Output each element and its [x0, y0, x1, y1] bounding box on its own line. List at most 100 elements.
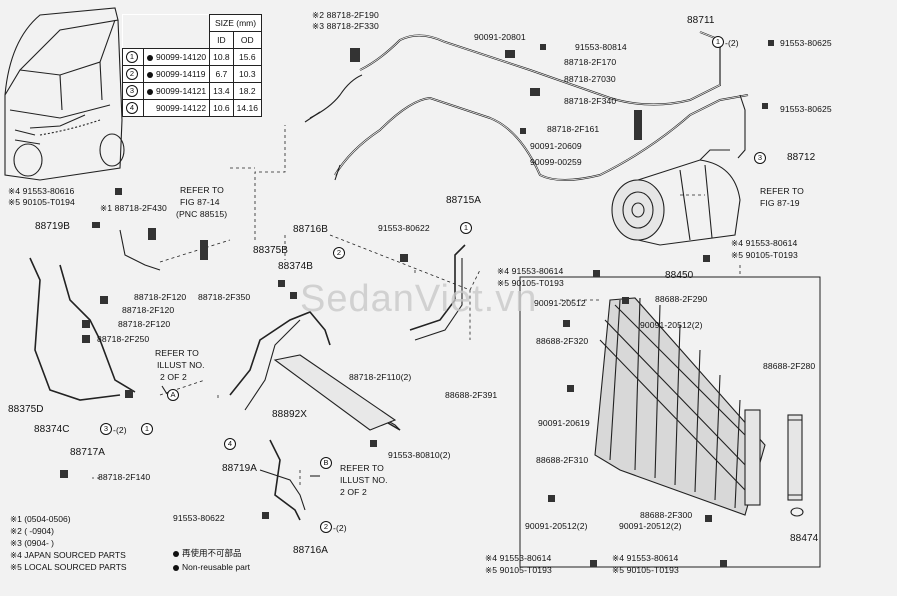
part-label[interactable]: 88716B — [293, 224, 329, 235]
part-label[interactable]: 88718-2F110(2) — [349, 372, 412, 382]
callout-b[interactable]: B — [320, 457, 332, 469]
callout-number: 3 — [100, 423, 112, 435]
part-label[interactable]: 90091-20609 — [530, 141, 582, 151]
part-label[interactable]: 88716A — [293, 545, 329, 556]
part-label[interactable]: 88375D — [8, 404, 44, 415]
part-label[interactable]: 88718-2F250 — [97, 334, 150, 344]
part-label[interactable]: ※4 91553-80614 — [731, 238, 798, 248]
part-label[interactable]: 88718-2F161 — [547, 124, 600, 134]
row-number: 3 — [126, 85, 138, 97]
size-table: SIZE (mm) ID OD 1 90099-14120 10.8 15.6 … — [122, 14, 262, 117]
part-label[interactable]: 90091-20801 — [474, 32, 526, 42]
part-label[interactable]: 88450 — [665, 270, 694, 281]
callout-number: 1 — [712, 36, 724, 48]
refer-label[interactable]: 2 OF 2 — [340, 487, 367, 497]
part-label[interactable]: 88688-2F280 — [763, 361, 816, 371]
part-label[interactable]: 91553-80622 — [378, 223, 430, 233]
refer-label[interactable]: 2 OF 2 — [160, 372, 187, 382]
part-label[interactable]: 88718-2F350 — [198, 292, 251, 302]
part-label[interactable]: ※5 90105-T0193 — [731, 250, 798, 260]
part-label[interactable]: 88718-2F120 — [134, 292, 187, 302]
refer-label[interactable]: REFER TO — [180, 185, 224, 195]
part-label[interactable]: 88719B — [35, 221, 71, 232]
part-label[interactable]: 88688-2F391 — [445, 390, 498, 400]
part-label[interactable]: 88717A — [70, 447, 106, 458]
refer-label[interactable]: (PNC 88515) — [176, 209, 228, 219]
part-label[interactable]: 88712 — [787, 152, 816, 163]
part-label[interactable]: 88474 — [790, 533, 819, 544]
quantity-label: -(2) — [333, 523, 347, 533]
size-col-id: ID — [209, 31, 234, 49]
part-label[interactable]: ※5 90105-T0194 — [8, 197, 75, 207]
refer-label[interactable]: ILLUST NO. — [157, 360, 205, 370]
part-label[interactable]: 88688-2F320 — [536, 336, 589, 346]
part-label[interactable]: 90091-20512(2) — [619, 521, 682, 531]
part-label[interactable]: ※4 91553-80614 — [497, 266, 564, 276]
refer-label[interactable]: FIG 87-19 — [760, 198, 800, 208]
row-id: 10.6 — [209, 99, 234, 117]
footnotes: ※1 (0504-0506) ※2 ( -0904) ※3 (0904- ) ※… — [10, 513, 127, 573]
row-od: 18.2 — [232, 82, 262, 100]
part-label[interactable]: ※1 88718-2F430 — [100, 203, 167, 213]
part-label[interactable]: 88688-2F300 — [640, 510, 693, 520]
refer-label[interactable]: ILLUST NO. — [340, 475, 388, 485]
part-label[interactable]: 88718-2F120 — [118, 319, 171, 329]
table-row: 3 90099-14121 13.4 18.2 — [122, 82, 262, 100]
part-label[interactable]: 88718-2F120 — [122, 305, 175, 315]
part-label[interactable]: ※4 91553-80614 — [485, 553, 552, 563]
nonreusable-dot-icon — [173, 564, 179, 571]
part-label[interactable]: 91553-80622 — [173, 513, 225, 523]
part-label[interactable]: 91553-80814 — [575, 42, 627, 52]
size-header: SIZE (mm) — [209, 14, 262, 32]
part-label[interactable]: 91553-80625 — [780, 104, 832, 114]
quantity-label: -(2) — [113, 425, 127, 435]
vehicle-icon — [4, 7, 125, 181]
part-label[interactable]: 91553-80625 — [780, 38, 832, 48]
row-number: 4 — [126, 102, 138, 114]
row-id: 6.7 — [209, 65, 234, 83]
part-label[interactable]: 88892X — [272, 409, 308, 420]
part-label[interactable]: 88718-2F170 — [564, 57, 617, 67]
part-label[interactable]: 88375B — [253, 245, 289, 256]
part-label[interactable]: 88718-2F140 — [98, 472, 151, 482]
refer-label[interactable]: FIG 87-14 — [180, 197, 220, 207]
part-label[interactable]: ※5 90105-T0193 — [497, 278, 564, 288]
part-label[interactable]: ※5 90105-T0193 — [612, 565, 679, 575]
part-label[interactable]: 88718-27030 — [564, 74, 616, 84]
nonreusable-dot-icon — [147, 71, 153, 78]
compressor-icon — [611, 149, 741, 246]
part-label[interactable]: 91553-80810(2) — [388, 450, 451, 460]
part-label[interactable]: 90091-20512(2) — [525, 521, 588, 531]
row-part: 90099-14122 — [156, 103, 207, 113]
part-label[interactable]: ※5 90105-T0193 — [485, 565, 552, 575]
part-label[interactable]: ※3 88718-2F330 — [312, 21, 379, 31]
part-label[interactable]: ※2 88718-2F190 — [312, 10, 379, 20]
part-label[interactable]: 88715A — [446, 195, 482, 206]
receiver-icon — [787, 414, 804, 517]
legend-jp: 再使用不可部品 — [182, 548, 242, 558]
part-label[interactable]: ※4 91553-80614 — [612, 553, 679, 563]
part-label[interactable]: 88719A — [222, 463, 258, 474]
part-label[interactable]: 88374C — [34, 424, 70, 435]
callout-a[interactable]: A — [167, 389, 179, 401]
part-label[interactable]: 90091-20512 — [534, 298, 586, 308]
note-1: ※1 (0504-0506) — [10, 514, 71, 524]
part-label[interactable]: ※4 91553-80616 — [8, 186, 75, 196]
row-id: 10.8 — [209, 48, 234, 66]
part-label[interactable]: 90091-20512(2) — [640, 320, 703, 330]
callout-number: 2 — [333, 247, 345, 259]
part-label[interactable]: 88374B — [278, 261, 314, 272]
part-label[interactable]: 88688-2F290 — [655, 294, 708, 304]
refer-label[interactable]: REFER TO — [155, 348, 199, 358]
part-label[interactable]: 90099-00259 — [530, 157, 582, 167]
refer-label[interactable]: REFER TO — [340, 463, 384, 473]
part-label[interactable]: 88718-2F340 — [564, 96, 617, 106]
part-label[interactable]: 90091-20619 — [538, 418, 590, 428]
part-label[interactable]: 88688-2F310 — [536, 455, 589, 465]
refer-label[interactable]: REFER TO — [760, 186, 804, 196]
part-label[interactable]: 88711 — [687, 15, 715, 26]
callout-number: 2 — [320, 521, 332, 533]
row-od: 14.16 — [232, 99, 262, 117]
callout-number: 3 — [754, 152, 766, 164]
